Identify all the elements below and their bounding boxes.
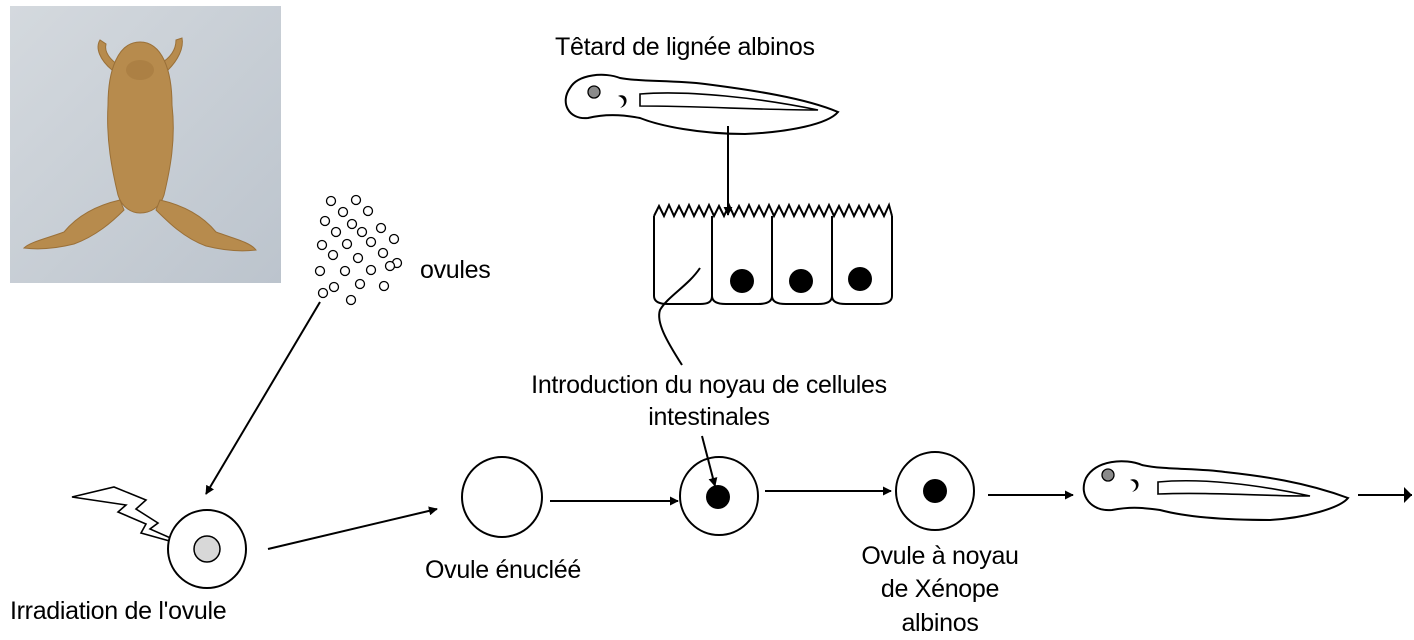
nucleus-intro-label-line2: intestinales [485, 402, 933, 432]
xenopus-frog-photo [10, 6, 281, 283]
arrow-eggs-to-egg [206, 302, 320, 494]
tadpole-albino-result [1084, 461, 1348, 520]
result-label-line1: Ovule à noyau [830, 541, 1050, 571]
arrow-continues-head [1404, 487, 1412, 503]
irradiated-egg [168, 510, 246, 588]
tadpole-source-label: Têtard de lignée albinos [555, 32, 815, 62]
result-label-line2: de Xénope [830, 574, 1050, 604]
result-egg [896, 452, 974, 530]
eggs-cluster [316, 196, 402, 305]
cell-nuclei [730, 267, 872, 293]
result-label-line3: albinos [830, 608, 1050, 638]
nucleus-intro-label-line1: Introduction du noyau de cellules [485, 370, 933, 400]
injected-egg [680, 457, 758, 535]
enucleated-egg [462, 457, 542, 537]
tadpole-albino-source [566, 75, 838, 134]
arrow-to-enucleated [268, 509, 437, 549]
enucleated-label: Ovule énucléé [425, 555, 581, 585]
eggs-label: ovules [420, 255, 490, 285]
irradiation-label: Irradiation de l'ovule [10, 596, 226, 626]
